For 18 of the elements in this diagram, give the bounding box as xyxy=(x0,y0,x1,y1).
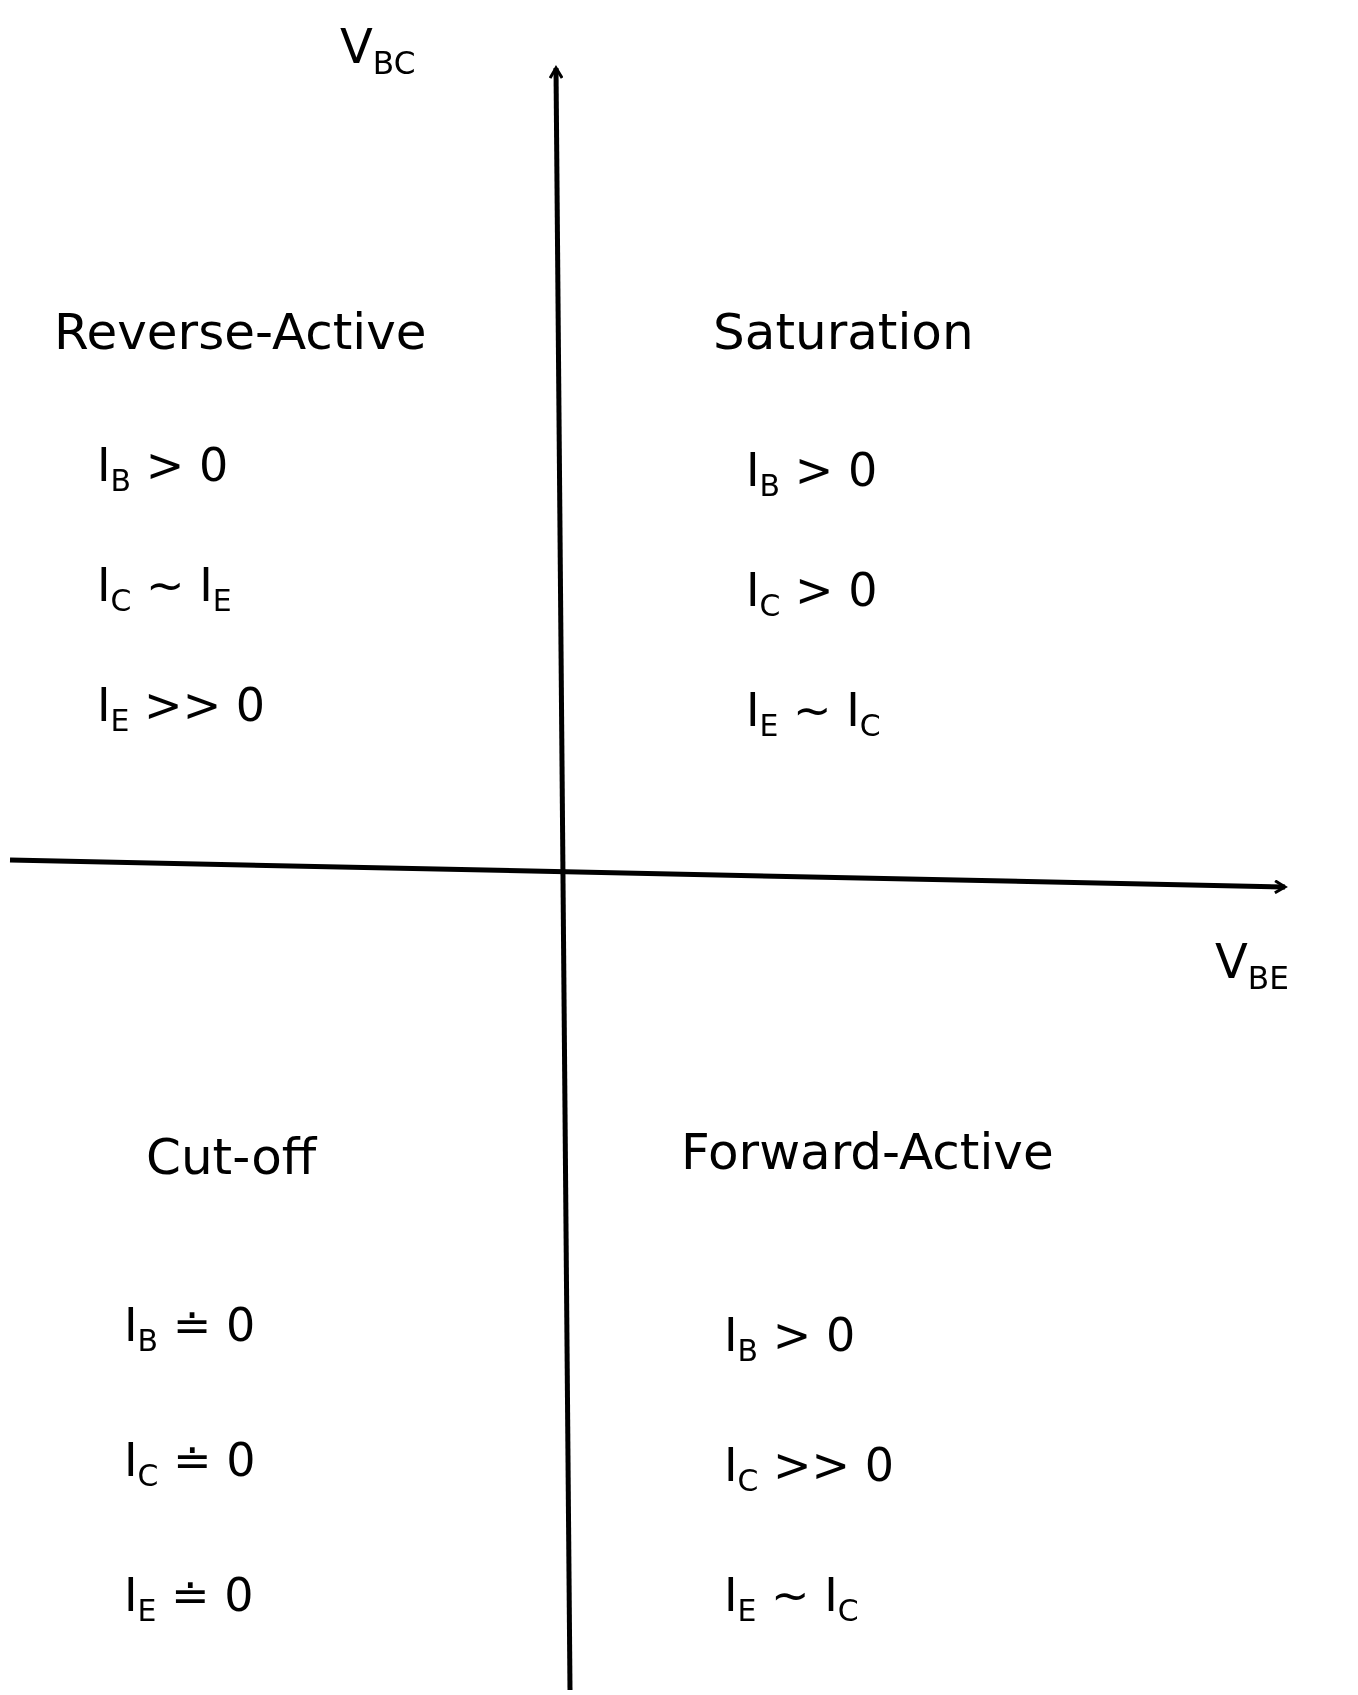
condition-text: I$_{E}$ ≐ 0 xyxy=(124,1570,254,1629)
axis-label: V$_{BC}$ xyxy=(340,20,416,80)
axis-label: V$_{BE}$ xyxy=(1215,935,1289,995)
condition-text: I$_{B}$ ≐ 0 xyxy=(124,1300,256,1359)
region-heading: Forward-Active xyxy=(681,1125,1054,1180)
condition-text: I$_{E}$ ~ I$_{C}$ xyxy=(746,685,881,744)
condition-text: I$_{B}$ > 0 xyxy=(746,445,878,504)
condition-text: I$_{C}$ >> 0 xyxy=(724,1440,895,1499)
region-heading: Saturation xyxy=(713,305,974,360)
condition-text: I$_{C}$ > 0 xyxy=(746,565,878,624)
condition-text: I$_{E}$ >> 0 xyxy=(97,680,266,739)
region-heading: Cut-off xyxy=(146,1130,317,1185)
condition-text: I$_{B}$ > 0 xyxy=(97,440,229,499)
condition-text: I$_{B}$ > 0 xyxy=(724,1310,856,1369)
condition-text: I$_{C}$ ~ I$_{E}$ xyxy=(97,560,232,619)
condition-text: I$_{E}$ ~ I$_{C}$ xyxy=(724,1570,859,1629)
region-heading: Reverse-Active xyxy=(54,305,427,360)
condition-text: I$_{C}$ ≐ 0 xyxy=(124,1435,256,1494)
